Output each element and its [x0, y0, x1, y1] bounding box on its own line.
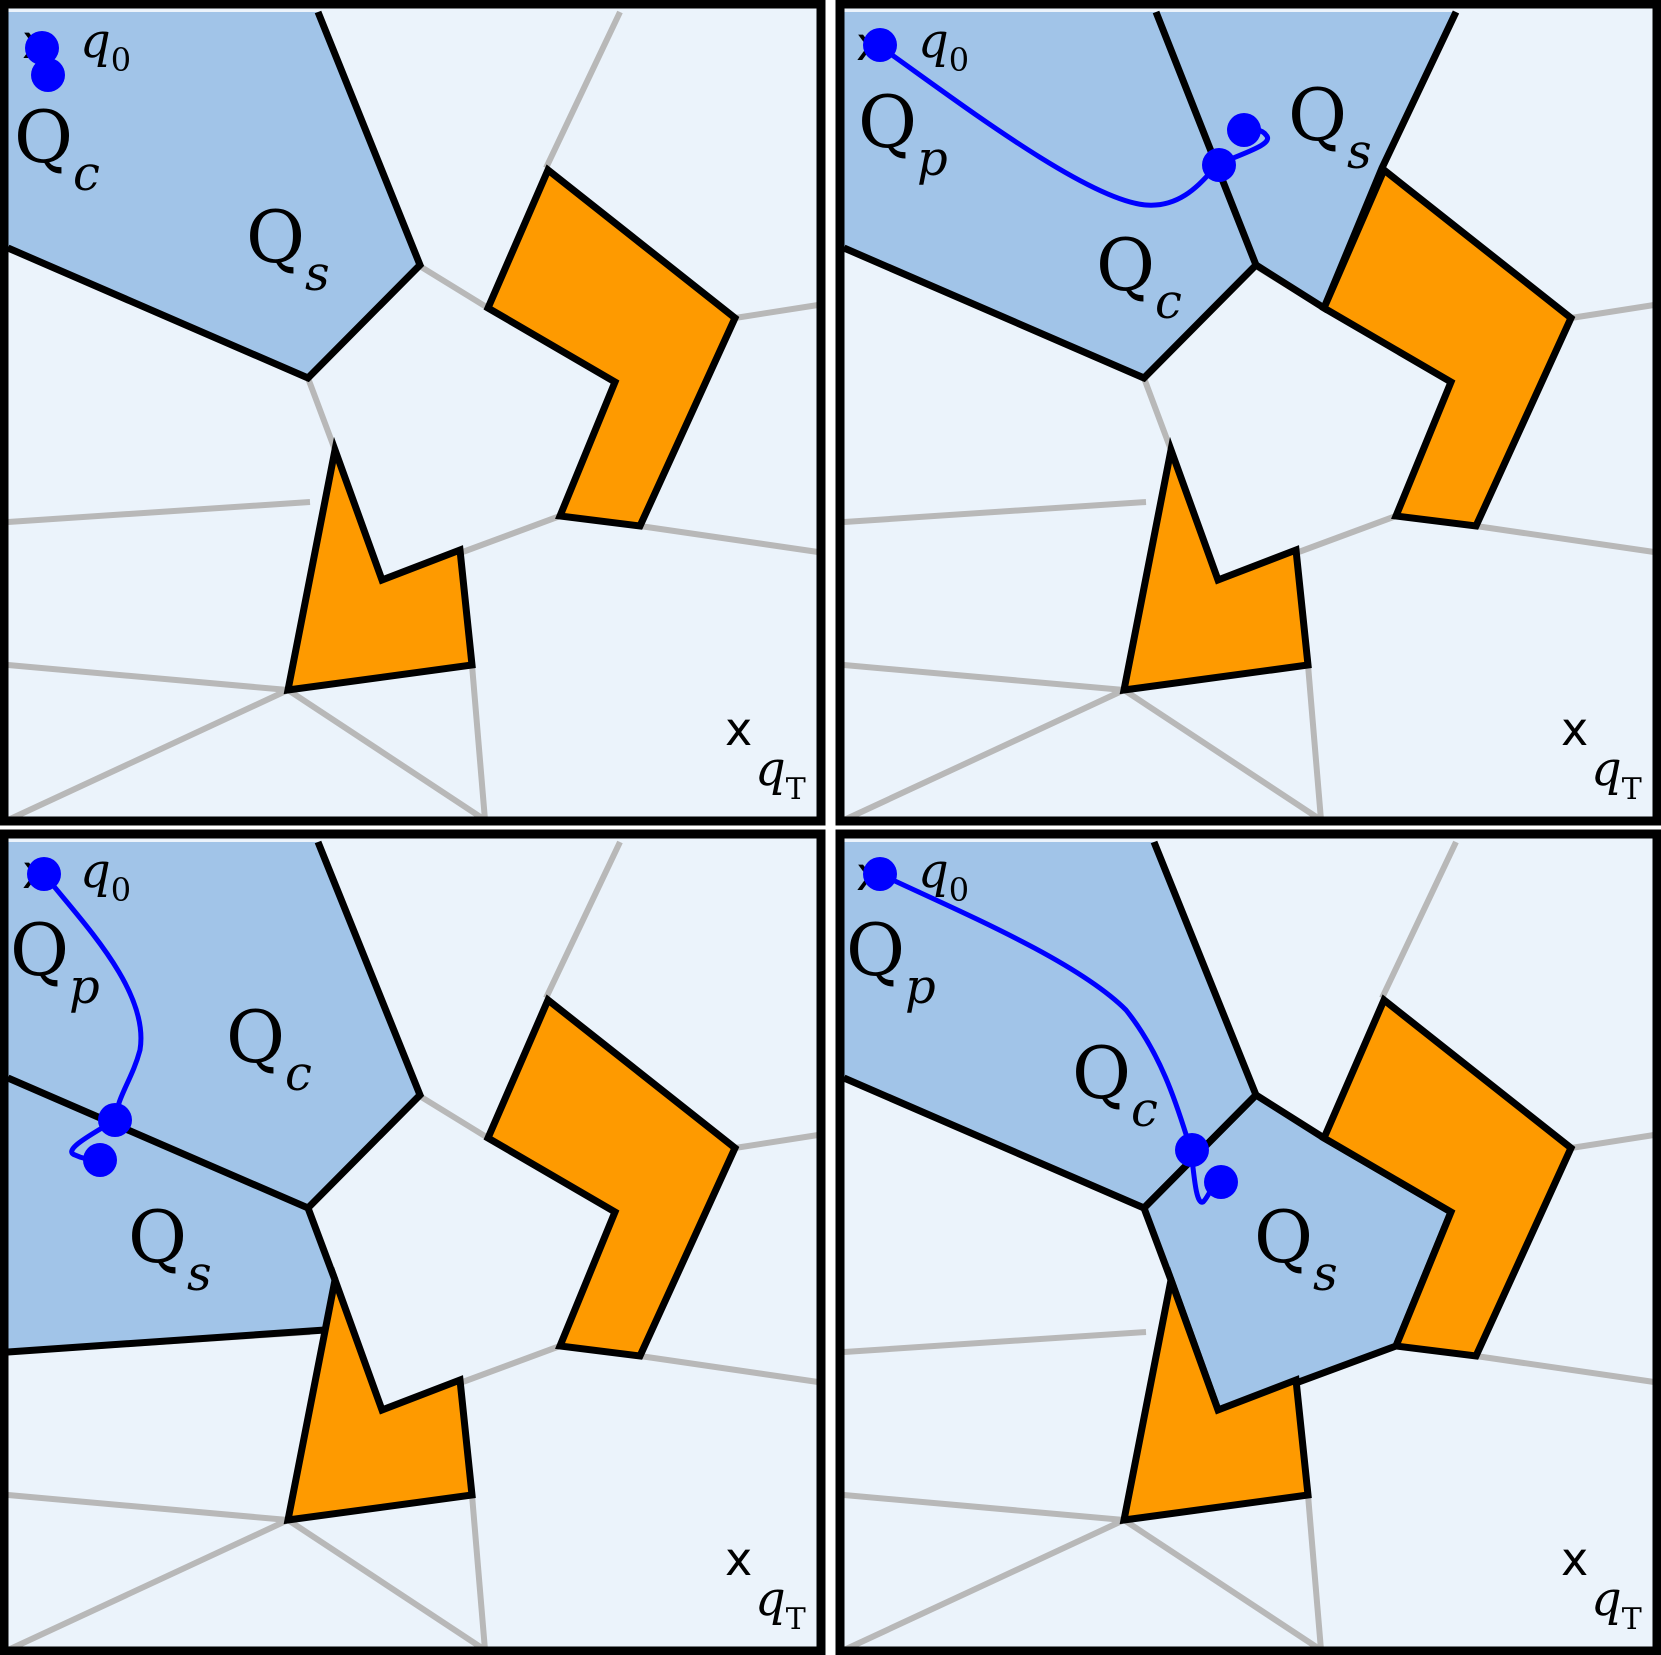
region-label-q-s: Qs: [1288, 73, 1372, 180]
panel-2: x q0 Qp Qs Qc x qT: [836, 0, 1661, 825]
end-point: [1204, 1165, 1238, 1199]
region-q-c-p: [844, 12, 1256, 378]
region-label-q-s: Qs: [246, 195, 330, 302]
region-q-c-p: [844, 842, 1256, 1208]
region-boundary: [6, 840, 425, 1213]
region-boundary: [304, 1206, 339, 1282]
goal-x-symbol: x: [1561, 1532, 1588, 1586]
region-label-q-p: Qp: [858, 80, 948, 187]
panel-3: x q0 Qp Qc Qs x qT: [0, 830, 825, 1655]
goal-label: qT: [1591, 741, 1642, 807]
switch-point: [1202, 148, 1236, 182]
region-label-q-p: Qp: [846, 908, 936, 1015]
region-label-q-c: Qc: [1072, 1031, 1158, 1138]
start-point: [863, 857, 897, 891]
panel-frame: [835, 829, 1661, 1655]
goal-x-symbol: x: [725, 702, 752, 756]
start-label: q0: [918, 843, 969, 909]
switch-point: [98, 1103, 132, 1137]
panel-4: x q0 Qp Qc Qs x qT: [836, 830, 1661, 1655]
region-q-s: [1156, 12, 1456, 308]
trajectory: [876, 42, 1271, 208]
goal-marker: x qT: [1561, 702, 1642, 807]
panel-frame: [0, 0, 826, 826]
goal-x-symbol: x: [1561, 702, 1588, 756]
trajectory: [42, 872, 144, 1163]
start-point: [863, 28, 897, 62]
goal-label: qT: [1591, 1571, 1642, 1637]
start-point: [27, 857, 61, 891]
goal-label: qT: [755, 1571, 806, 1637]
region-boundary: [6, 10, 425, 383]
start-label: q0: [80, 13, 131, 79]
panel-1: x q0 Qc Qs x qT: [0, 0, 825, 825]
start-point: [25, 31, 59, 65]
goal-marker: x qT: [1561, 1532, 1642, 1637]
goal-label: qT: [755, 741, 806, 807]
start-label: q0: [80, 843, 131, 909]
region-label-q-c: Qc: [1096, 223, 1182, 330]
end-point: [83, 1143, 117, 1177]
switch-point: [1175, 1133, 1209, 1167]
goal-marker: x qT: [725, 702, 806, 807]
trajectory: [878, 871, 1223, 1205]
goal-marker: x qT: [725, 1532, 806, 1637]
region-label-q-p: Qp: [10, 908, 100, 1015]
panel-frame: [835, 0, 1661, 826]
region-label-q-s: Qs: [1254, 1195, 1338, 1302]
panel-frame: [0, 829, 826, 1655]
region-label-q-s: Qs: [128, 1195, 212, 1302]
end-point: [1227, 113, 1261, 147]
end-point: [31, 58, 65, 92]
region-boundary: [7, 1326, 326, 1356]
region-boundary: [842, 10, 1261, 383]
region-label-q-c: Qc: [14, 95, 100, 202]
region-label-q-c: Qc: [226, 995, 312, 1102]
start-label: q0: [918, 13, 969, 79]
start-marker: x q0: [22, 13, 131, 92]
region-q-s: [8, 12, 420, 378]
goal-x-symbol: x: [725, 1532, 752, 1586]
